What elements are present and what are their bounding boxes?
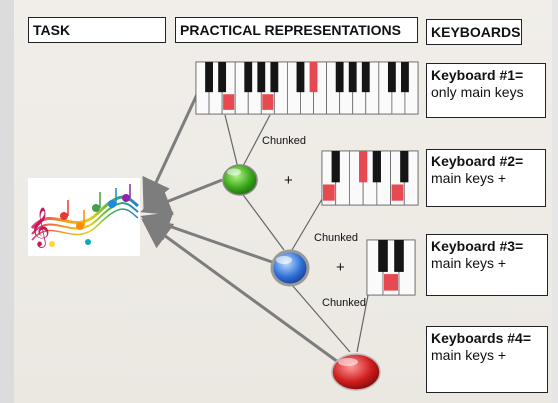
arrow-green bbox=[140, 178, 223, 216]
arrow-kb1 bbox=[142, 87, 202, 210]
arrow-blue bbox=[140, 211, 273, 264]
chunked-label-1: Chunked bbox=[262, 135, 307, 147]
red-button-icon bbox=[331, 353, 381, 391]
chunked-label-3: Chunked bbox=[322, 297, 367, 309]
keyboard-4-box: Keyboards #4= main keys + bbox=[426, 326, 548, 393]
black-key bbox=[309, 62, 318, 93]
highlighted-key bbox=[262, 94, 274, 110]
black-key bbox=[400, 151, 409, 183]
highlighted-key bbox=[391, 184, 404, 201]
black-key bbox=[335, 62, 344, 93]
keyboard-2-image bbox=[321, 150, 419, 206]
green-button-icon bbox=[222, 164, 258, 196]
black-key bbox=[218, 62, 227, 93]
black-key bbox=[401, 62, 409, 93]
keyboard-1-title: Keyboard #1= bbox=[431, 67, 524, 83]
plus-sign-2: + bbox=[336, 259, 345, 276]
black-key bbox=[270, 62, 279, 93]
arrow-red bbox=[141, 218, 339, 364]
header-task: TASK bbox=[28, 17, 166, 43]
arrows-to-task bbox=[140, 87, 339, 364]
black-key bbox=[205, 62, 213, 93]
black-key bbox=[244, 62, 253, 93]
highlighted-key bbox=[223, 94, 235, 110]
black-key bbox=[387, 62, 396, 93]
keyboard-3-image bbox=[366, 239, 416, 296]
black-key bbox=[378, 240, 388, 272]
black-key bbox=[348, 62, 357, 93]
header-keyboards: KEYBOARDS bbox=[426, 19, 522, 45]
keyboard-3-box: Keyboard #3= main keys + bbox=[426, 234, 548, 296]
right-edge bbox=[552, 0, 558, 403]
keyboard-3-title: Keyboard #3= bbox=[431, 238, 524, 254]
keyboard-1-box: Keyboard #1= only main keys bbox=[426, 63, 546, 118]
black-key bbox=[359, 151, 368, 183]
keyboard-1-desc: only main keys bbox=[431, 84, 524, 100]
plus-sign-1: + bbox=[284, 172, 293, 189]
chunked-label-2: Chunked bbox=[314, 232, 359, 244]
highlighted-key bbox=[323, 184, 335, 201]
black-key bbox=[331, 151, 340, 183]
keyboard-2-title: Keyboard #2= bbox=[431, 153, 524, 169]
black-key bbox=[372, 151, 381, 183]
black-key bbox=[394, 240, 404, 272]
svg-text:𝄞: 𝄞 bbox=[30, 207, 50, 248]
header-practical-representations: PRACTICAL REPRESENTATIONS bbox=[175, 17, 418, 43]
keyboard-1-image bbox=[195, 61, 419, 115]
black-key bbox=[361, 62, 370, 93]
keyboard-2-desc: main keys + bbox=[431, 170, 507, 186]
keyboard-2-box: Keyboard #2= main keys + bbox=[426, 149, 546, 207]
keyboard-4-title: Keyboards #4= bbox=[431, 330, 531, 346]
keyboard-4-desc: main keys + bbox=[431, 347, 507, 363]
black-key bbox=[296, 62, 305, 93]
black-key bbox=[257, 62, 266, 93]
keyboard-3-desc: main keys + bbox=[431, 255, 507, 271]
left-edge bbox=[0, 0, 14, 403]
blue-button-icon bbox=[270, 249, 310, 287]
highlighted-key bbox=[384, 274, 398, 291]
music-notes-icon: 𝄞 bbox=[28, 178, 140, 256]
